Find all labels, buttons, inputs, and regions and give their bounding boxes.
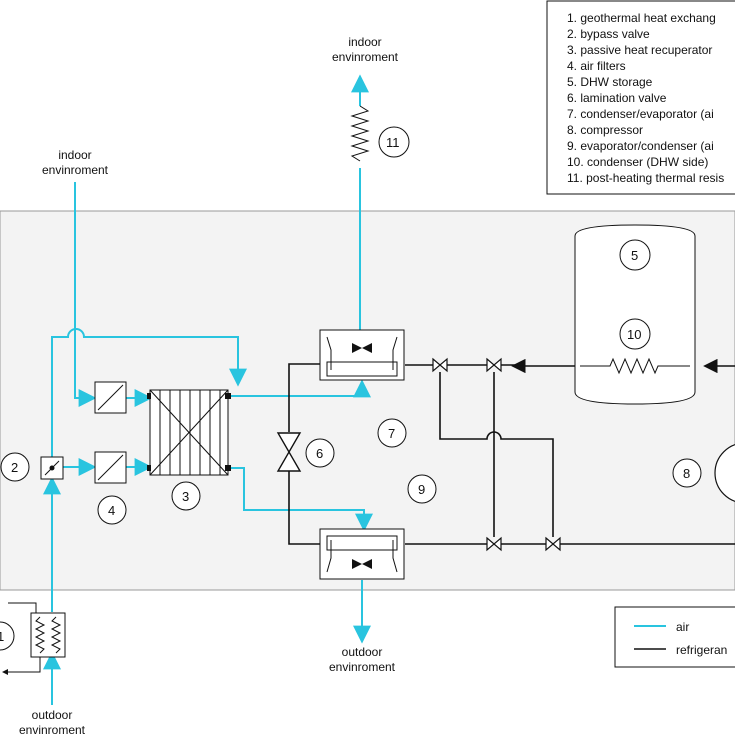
- key-label-air: air: [676, 620, 689, 634]
- air-filter-upper: [94, 381, 127, 414]
- callout-circle-9: [407, 474, 437, 504]
- callout-circle-4: [97, 495, 127, 525]
- component-number-2: 2: [11, 460, 18, 475]
- component-number-3: 3: [182, 489, 189, 504]
- air-line-to-unit-9: [229, 467, 373, 532]
- component-number-4: 4: [108, 503, 115, 518]
- legend-item: 9. evaporator/condenser (ai: [567, 139, 714, 153]
- legend-item: 2. bypass valve: [567, 27, 650, 41]
- valve-top-right: [486, 357, 502, 373]
- ref-line-valve6-to-9: [288, 471, 320, 545]
- legend-item: 10. condenser (DHW side): [567, 155, 708, 169]
- passive-heat-recuperator: [147, 389, 231, 476]
- legend-item: 3. passive heat recuperator: [567, 43, 712, 57]
- valve-bottom-right: [545, 536, 561, 552]
- component-number-9: 9: [418, 482, 425, 497]
- legend-item: 7. condenser/evaporator (ai: [567, 107, 714, 121]
- condenser-evaporator-unit: [319, 329, 405, 381]
- label-indoor-top-1: indoor: [348, 35, 381, 49]
- callout-circle-5: [619, 239, 651, 271]
- post-heating-resistance: [350, 105, 370, 162]
- ref-line-7-to-valve6: [288, 363, 320, 432]
- component-number-6: 6: [316, 446, 323, 461]
- component-number-7: 7: [388, 426, 395, 441]
- evaporator-condenser-unit: [319, 528, 405, 580]
- legend-item: 1. geothermal heat exchang: [567, 11, 716, 25]
- component-number-10: 10: [627, 327, 641, 342]
- label-outdoor-mid-1: outdoor: [342, 645, 383, 659]
- line-type-key: air refrigeran: [614, 606, 735, 668]
- legend-item: 8. compressor: [567, 123, 643, 137]
- air-filter-lower: [94, 451, 127, 484]
- component-legend: 1. geothermal heat exchang 2. bypass val…: [546, 0, 735, 195]
- valve-bottom-left: [486, 536, 502, 552]
- callout-circle-10: [619, 318, 651, 350]
- lamination-valve: [276, 432, 302, 472]
- callout-circle-7: [377, 418, 407, 448]
- callout-circle-6: [305, 438, 335, 468]
- callout-circle-2: [0, 452, 30, 482]
- component-number-1: 1: [0, 629, 4, 644]
- component-number-5: 5: [631, 248, 638, 263]
- legend-item: 6. lamination valve: [567, 91, 667, 105]
- label-outdoor-mid-2: envinroment: [329, 660, 396, 674]
- valve-top-left: [432, 357, 448, 373]
- component-number-11: 11: [386, 135, 400, 150]
- legend-item: 5. DHW storage: [567, 75, 653, 89]
- legend-item: 11. post-heating thermal resis: [567, 171, 724, 185]
- label-outdoor-bottom-1: outdoor: [32, 708, 73, 722]
- callout-circle-3: [171, 481, 201, 511]
- component-number-8: 8: [683, 466, 690, 481]
- bypass-valve: [40, 456, 64, 480]
- callout-circle-8: [672, 458, 702, 488]
- label-indoor-left-2: envinroment: [42, 163, 109, 177]
- air-line-to-unit-7: [229, 379, 371, 398]
- air-line-indoor-extract: [74, 182, 97, 407]
- label-indoor-left-1: indoor: [58, 148, 91, 162]
- legend-item: 4. air filters: [567, 59, 626, 73]
- geothermal-heat-exchanger: 1: [0, 602, 66, 675]
- dhw-storage-tank: [574, 224, 696, 405]
- compressor: [714, 444, 735, 502]
- key-label-refrigerant: refrigeran: [676, 643, 727, 657]
- label-indoor-top-2: envinroment: [332, 50, 399, 64]
- callout-circle-11: [378, 126, 410, 158]
- label-outdoor-bottom-2: envinroment: [19, 723, 86, 735]
